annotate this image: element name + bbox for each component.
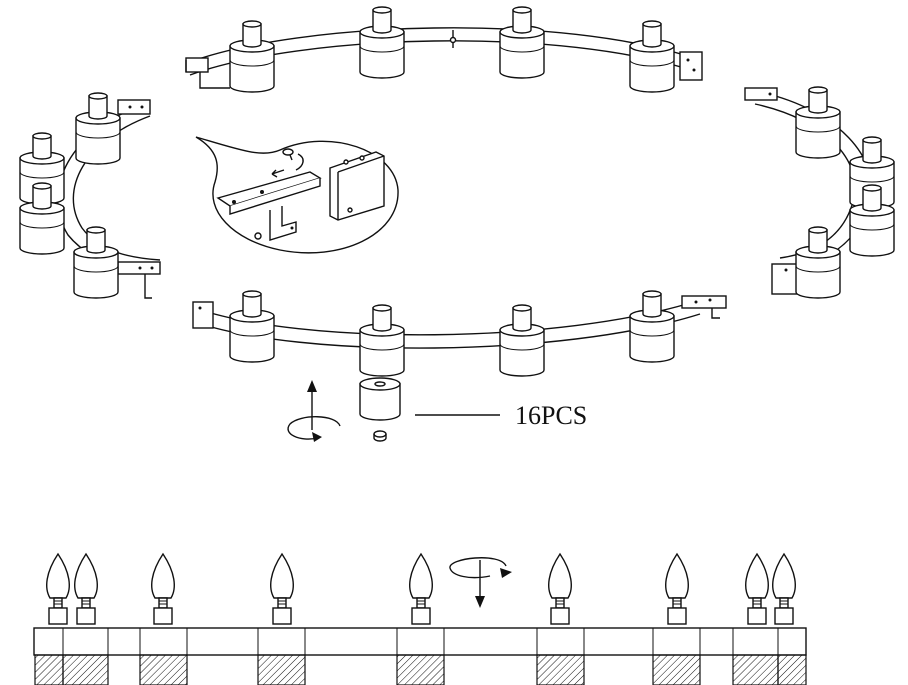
quantity-label: 16PCS <box>515 401 587 430</box>
detail-callout <box>195 136 399 254</box>
top-arc-segment <box>185 6 703 93</box>
right-arc-segment <box>744 86 895 299</box>
bulb-row <box>33 553 807 685</box>
left-arc-segment <box>19 92 161 299</box>
bottom-arc-segment <box>192 290 727 377</box>
cup-part-callout: 16PCS <box>287 377 587 442</box>
